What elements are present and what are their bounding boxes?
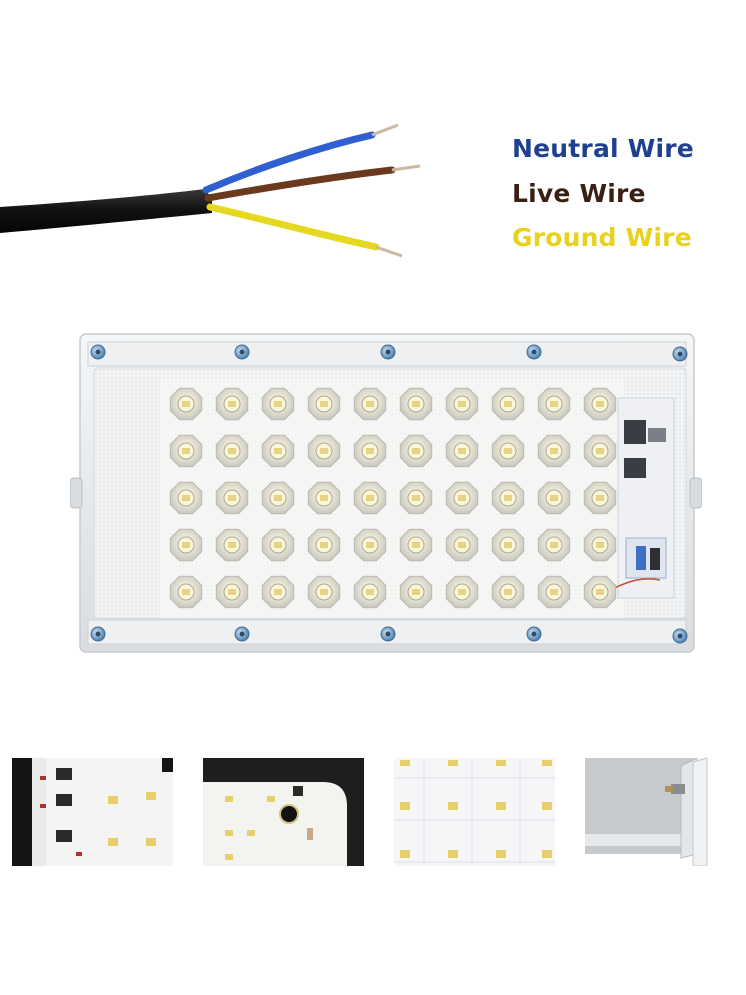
led-lens: [215, 481, 249, 515]
led-lens: [261, 481, 295, 515]
led-lens: [583, 434, 617, 468]
led-lens: [215, 528, 249, 562]
led-lens: [261, 434, 295, 468]
led-lens: [491, 387, 525, 421]
led-lens: [445, 528, 479, 562]
led-lens: [353, 481, 387, 515]
led-lens: [537, 434, 571, 468]
led-lens: [169, 387, 203, 421]
led-lens: [169, 575, 203, 609]
neutral-wire-label: Neutral Wire: [512, 134, 694, 163]
led-lens: [445, 481, 479, 515]
led-lens: [261, 387, 295, 421]
neutral-wire: [202, 131, 376, 194]
led-lens: [353, 575, 387, 609]
led-lens: [583, 528, 617, 562]
led-lens: [399, 387, 433, 421]
led-lens: [215, 434, 249, 468]
led-lens: [399, 481, 433, 515]
power-cable-illustration: [0, 123, 421, 258]
live-wire-label: Live Wire: [512, 179, 646, 208]
led-lens: [491, 434, 525, 468]
led-lens: [445, 387, 479, 421]
led-lens: [215, 387, 249, 421]
led-lens: [491, 481, 525, 515]
led-lens: [445, 575, 479, 609]
led-lens: [307, 528, 341, 562]
led-lens: [583, 575, 617, 609]
led-lens: [261, 575, 295, 609]
cable-jacket: [0, 189, 212, 233]
led-lens: [261, 528, 295, 562]
ground-wire-label: Ground Wire: [512, 223, 692, 252]
thumbnail-capacitor-board: [203, 758, 364, 866]
thumbnail-driver-board: [12, 758, 173, 866]
led-lens: [399, 528, 433, 562]
led-lens: [445, 434, 479, 468]
led-lens: [491, 528, 525, 562]
led-lens: [353, 434, 387, 468]
led-lens: [353, 387, 387, 421]
led-lens: [399, 575, 433, 609]
screws: [90, 344, 688, 644]
thumbnail-smd-led-board: [394, 758, 555, 866]
led-lens: [307, 387, 341, 421]
led-lens: [537, 387, 571, 421]
led-lens: [353, 528, 387, 562]
live-wire: [204, 166, 396, 202]
led-lens: [491, 575, 525, 609]
ground-wire: [206, 203, 380, 251]
led-lens: [537, 575, 571, 609]
led-lens: [169, 481, 203, 515]
led-lens: [583, 387, 617, 421]
led-lens: [215, 575, 249, 609]
led-lens: [399, 434, 433, 468]
led-grid: [169, 387, 617, 609]
led-lens: [537, 528, 571, 562]
led-lens: [583, 481, 617, 515]
led-lens: [537, 481, 571, 515]
led-lens: [307, 434, 341, 468]
led-lens: [307, 481, 341, 515]
led-lens: [169, 528, 203, 562]
thumbnail-mounting-bracket: [585, 758, 746, 866]
led-floodlight-panel: [70, 333, 702, 653]
led-lens: [307, 575, 341, 609]
led-lens: [169, 434, 203, 468]
